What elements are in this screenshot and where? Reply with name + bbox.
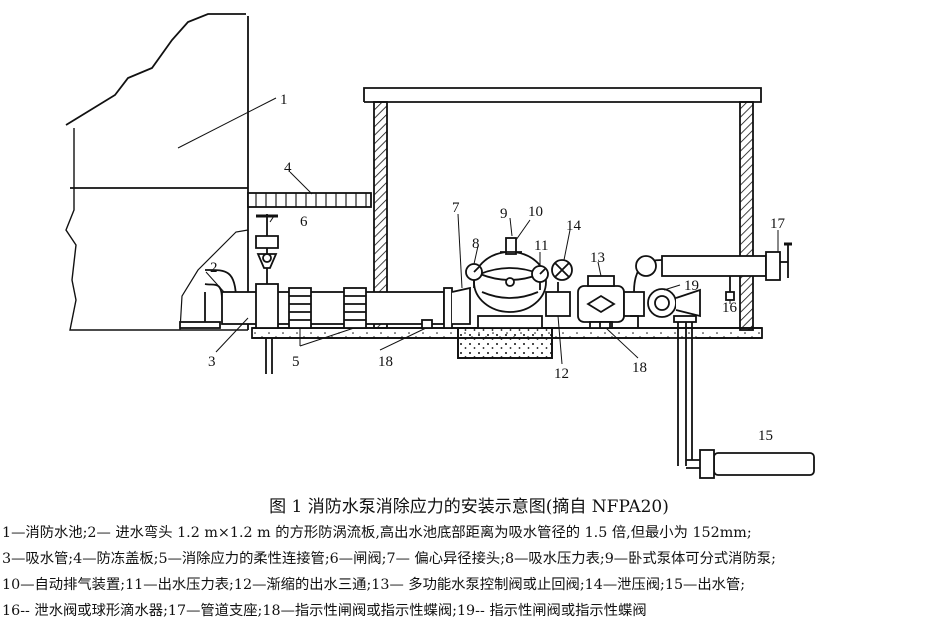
installation-diagram: 1 2 3 4 5 6 7 8 9 10 11 12 13 14 15 16 1…	[65, 13, 815, 479]
pipe-support	[765, 242, 792, 281]
callout-19: 19	[684, 278, 699, 294]
antifreeze-cover	[247, 192, 372, 208]
pump-foundation	[457, 315, 553, 359]
figure-title: 图 1 消防水泵消除应力的安装示意图(摘自 NFPA20)	[269, 497, 669, 517]
outlet-pipe	[686, 449, 815, 479]
callout-6: 6	[300, 214, 308, 230]
legend-line-3: 10—自动排气装置;11—出水压力表;12—渐缩的出水三通;13— 多功能水泵控…	[2, 577, 746, 593]
flexible-connector-2	[343, 287, 367, 329]
legend-line-2: 3—吸水管;4—防冻盖板;5—消除应力的柔性连接管;6—闸阀;7— 偏心异径接头…	[2, 551, 776, 567]
pump-control-valve	[577, 275, 625, 329]
callout-9: 9	[500, 206, 508, 222]
eccentric-reducer	[451, 286, 471, 325]
gate-valve	[255, 214, 279, 329]
indicating-valve	[635, 255, 701, 318]
discharge-tee	[545, 282, 571, 317]
callout-3: 3	[208, 354, 216, 370]
callout-1: 1	[280, 92, 288, 108]
indicating-butterfly-valve	[421, 319, 611, 329]
callout-14: 14	[566, 218, 582, 234]
callout-11: 11	[534, 238, 548, 254]
diagram-canvas: 1 2 3 4 5 6 7 8 9 10 11 12 13 14 15 16 1…	[65, 13, 815, 479]
callout-2: 2	[210, 260, 218, 276]
callout-8: 8	[472, 236, 480, 252]
figure-caption: 图 1 消防水泵消除应力的安装示意图(摘自 NFPA20) 1—消防水池;2— …	[0, 490, 938, 624]
callout-4: 4	[284, 160, 292, 176]
callout-16: 16	[722, 300, 738, 316]
callout-10: 10	[528, 204, 543, 220]
pressure-relief-valve	[551, 259, 573, 281]
callout-labels: 1 2 3 4 5 6 7 8 9 10 11 12 13 14 15 16 1…	[208, 92, 786, 444]
callout-15: 15	[758, 428, 773, 444]
callout-12: 12	[554, 366, 569, 382]
reservoir	[65, 13, 249, 331]
legend-line-1: 1—消防水池;2— 进水弯头 1.2 m×1.2 m 的方形防涡流板,高出水池底…	[2, 525, 752, 541]
leader-lines	[177, 97, 779, 365]
callout-7: 7	[452, 200, 460, 216]
drain-valve	[725, 276, 735, 301]
legend-line-4: 16-- 泄水阀或球形滴水器;17—管道支座;18—指示性闸阀或指示性蝶阀;19…	[2, 603, 647, 619]
outlet-riser	[673, 315, 697, 466]
callout-18-discharge: 18	[632, 360, 647, 376]
callout-5: 5	[292, 354, 300, 370]
flexible-connector-1	[288, 287, 312, 329]
callout-13: 13	[590, 250, 605, 266]
callout-17: 17	[770, 216, 786, 232]
callout-18-suction: 18	[378, 354, 393, 370]
